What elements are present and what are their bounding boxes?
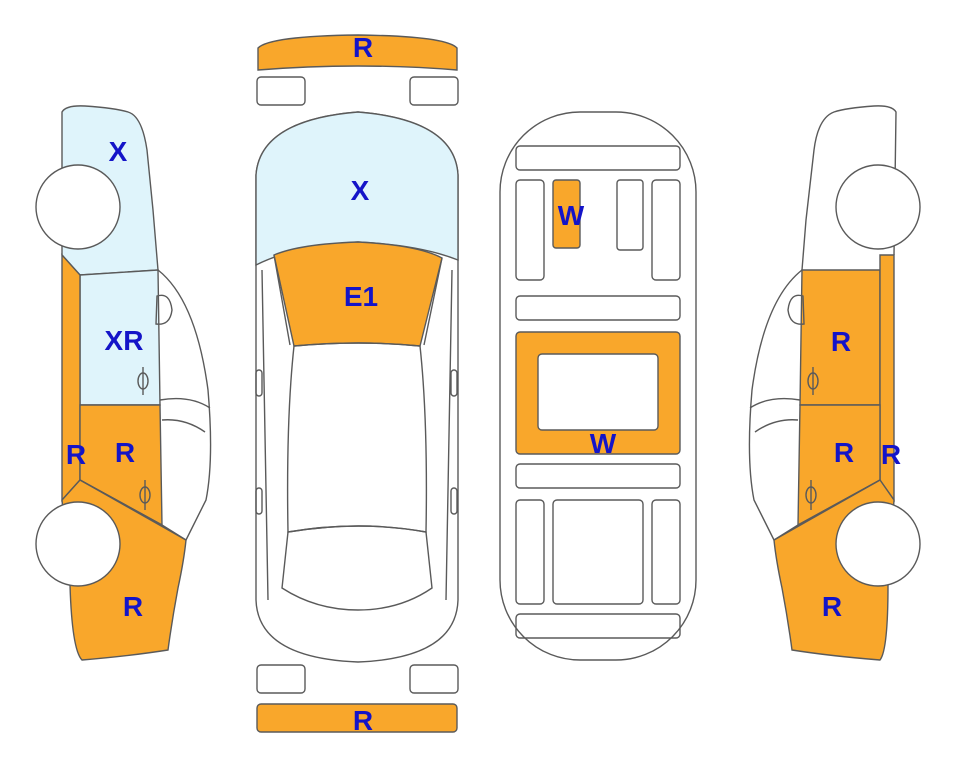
label-rear-bumper: R bbox=[353, 705, 373, 736]
mirror-right bbox=[450, 369, 458, 397]
label-floor-large-panel: W bbox=[590, 428, 617, 459]
under-large-panel-window bbox=[537, 353, 659, 431]
right-door-handle-front bbox=[807, 367, 819, 395]
label-left-rocker: R bbox=[66, 439, 86, 470]
under-front-bar bbox=[515, 145, 681, 171]
right-window-outline bbox=[749, 397, 881, 541]
handle-left bbox=[255, 487, 263, 515]
top-cabin-outline bbox=[286, 342, 428, 533]
top-view: R X E1 R bbox=[255, 32, 459, 736]
label-roof: E1 bbox=[344, 281, 378, 312]
left-front-wheel bbox=[35, 164, 121, 250]
right-front-wheel bbox=[835, 164, 921, 250]
handle-right bbox=[450, 487, 458, 515]
right-side-view: R R R R bbox=[748, 105, 921, 661]
underbody-view: W W bbox=[499, 111, 697, 661]
left-side-view: X XR R R R bbox=[35, 105, 212, 661]
rear-light-left bbox=[256, 664, 306, 694]
label-left-front: X bbox=[109, 136, 128, 167]
front-light-left bbox=[256, 76, 306, 106]
rear-bumper[interactable] bbox=[256, 703, 458, 733]
right-front-outline bbox=[801, 105, 897, 271]
label-left-rear-door: R bbox=[115, 437, 135, 468]
top-side-lines bbox=[261, 254, 453, 601]
label-right-rear-quarter: R bbox=[822, 591, 842, 622]
front-bumper[interactable] bbox=[257, 34, 458, 71]
right-body-outline bbox=[748, 269, 803, 541]
under-small-panel[interactable] bbox=[552, 179, 581, 249]
front-light-right bbox=[409, 76, 459, 106]
left-door-handle-front bbox=[137, 367, 149, 395]
label-front-bumper: R bbox=[353, 32, 373, 63]
left-door-handle-rear bbox=[139, 480, 151, 510]
right-mirror bbox=[787, 294, 805, 325]
label-windshield: X bbox=[351, 175, 370, 206]
underbody-outline bbox=[499, 111, 697, 661]
under-right-rail bbox=[651, 179, 681, 281]
left-mirror bbox=[155, 294, 173, 325]
label-left-rear-quarter: R bbox=[123, 591, 143, 622]
label-left-front-door: XR bbox=[105, 325, 144, 356]
top-rear-window bbox=[281, 525, 433, 611]
left-body-outline bbox=[157, 269, 212, 541]
mirror-left bbox=[255, 369, 263, 397]
under-rear-left bbox=[515, 499, 545, 605]
under-crossbar-2 bbox=[515, 463, 681, 489]
label-floor-small-panel: W bbox=[558, 200, 585, 231]
under-crossbar-1 bbox=[515, 295, 681, 321]
label-right-rocker: R bbox=[881, 439, 901, 470]
label-right-rear-door: R bbox=[834, 437, 854, 468]
under-mid-rail bbox=[616, 179, 644, 251]
label-right-front-door: R bbox=[831, 326, 851, 357]
left-rear-wheel bbox=[35, 501, 121, 587]
right-door-handle-rear bbox=[805, 480, 817, 510]
under-left-rail bbox=[515, 179, 545, 281]
under-rear-center bbox=[552, 499, 644, 605]
rear-light-right bbox=[409, 664, 459, 694]
right-rear-wheel bbox=[835, 501, 921, 587]
under-rear-bar bbox=[515, 613, 681, 639]
under-rear-right bbox=[651, 499, 681, 605]
left-window-outline bbox=[79, 397, 211, 541]
